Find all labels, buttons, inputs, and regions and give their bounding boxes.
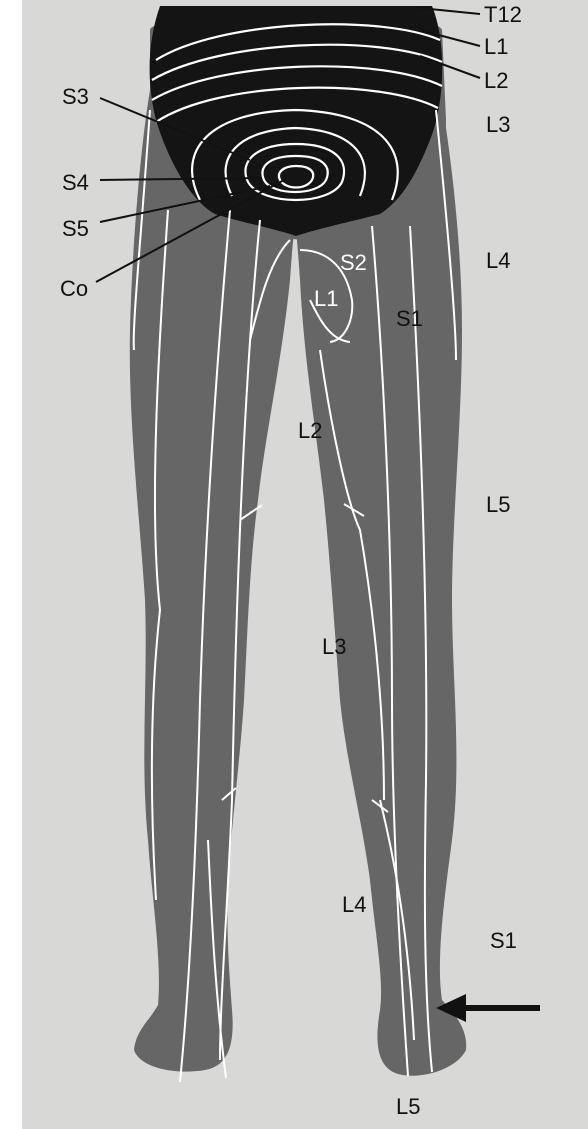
label-s1-thigh: S1 [396,306,423,331]
label-l2-back: L2 [484,68,508,93]
label-l3-calf: L3 [322,634,346,659]
label-co: Co [60,276,88,301]
label-s2: S2 [340,250,367,275]
label-l3-side: L3 [486,112,510,137]
label-l5-heel: L5 [396,1094,420,1119]
label-l5-side: L5 [486,492,510,517]
label-l1-thigh: L1 [314,286,338,311]
label-l1-back: L1 [484,34,508,59]
label-l4-calf: L4 [342,892,366,917]
label-s4: S4 [62,170,89,195]
label-l4-side: L4 [486,248,510,273]
label-s5: S5 [62,216,89,241]
label-t12: T12 [484,2,522,27]
label-l2-thigh: L2 [298,418,322,443]
label-s1-side: S1 [490,928,517,953]
thigh-labels: S1 [396,306,423,331]
label-s3: S3 [62,84,89,109]
